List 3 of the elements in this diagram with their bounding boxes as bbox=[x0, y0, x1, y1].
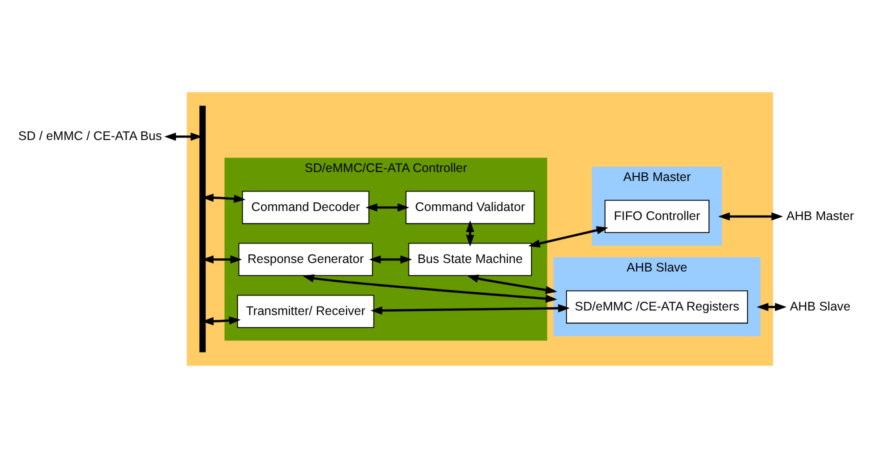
node-text: AHB Slave bbox=[790, 299, 850, 314]
node-text: SD / eMMC / CE-ATA Bus bbox=[18, 128, 162, 143]
node-text: AHB Master bbox=[786, 208, 854, 223]
